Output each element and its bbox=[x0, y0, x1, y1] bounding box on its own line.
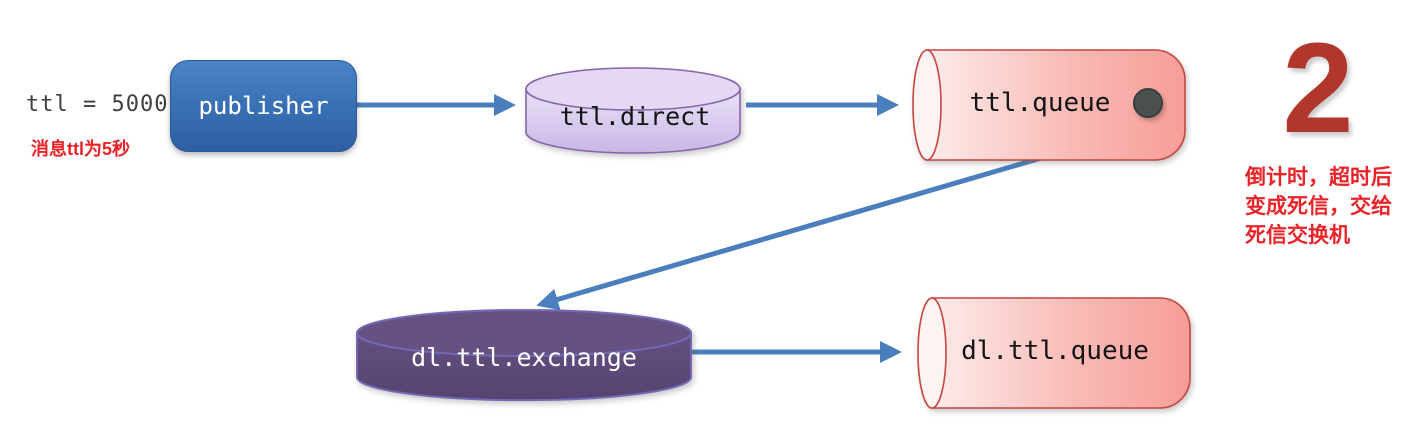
step-note-line: 倒计时，超时后 bbox=[1245, 166, 1392, 189]
dl-ttl-queue-node bbox=[917, 297, 1191, 409]
ttl-queue-node bbox=[912, 49, 1186, 161]
ttl-direct-node bbox=[525, 67, 741, 154]
publisher-node: publisher bbox=[170, 60, 357, 152]
dl-ttl-exchange-node bbox=[356, 309, 692, 402]
arrow-ttl-queue-to-dl-ttl-exchange bbox=[536, 153, 1049, 311]
ttl-note-text: 消息ttl为5秒 bbox=[31, 139, 130, 159]
message-dot-icon bbox=[1133, 88, 1163, 118]
step-note-line: 变成死信，交给 bbox=[1245, 195, 1392, 218]
publisher-label: publisher bbox=[198, 92, 329, 120]
ttl-value-label: ttl = 5000 bbox=[26, 92, 169, 117]
step-number: 2 bbox=[1282, 17, 1354, 160]
step-note-line: 死信交换机 bbox=[1245, 224, 1350, 247]
step-note-text: 倒计时，超时后 变成死信，交给 死信交换机 bbox=[1245, 163, 1405, 250]
